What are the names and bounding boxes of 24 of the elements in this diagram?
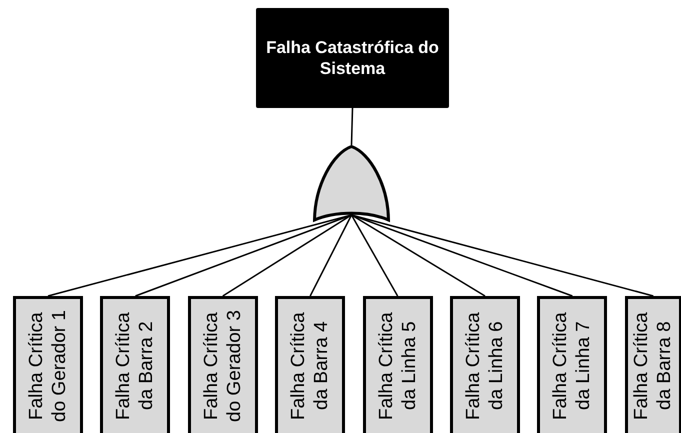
connector-line	[351, 214, 654, 297]
basic-event-box	[624, 296, 681, 433]
basic-event-box	[100, 296, 170, 433]
event-label: Falha Crítica do Gerador 1	[25, 309, 71, 424]
top-event-box: Falha Catastrófica do Sistema	[256, 8, 449, 108]
connector-line	[350, 214, 398, 296]
event-label: Falha Crítica da Linha 5	[374, 311, 421, 422]
event-label: Falha Crítica da Barra 8	[630, 311, 676, 422]
connector-line	[350, 108, 354, 146]
event-label: Falha Crítica da Barra 2	[112, 311, 158, 422]
basic-event-box	[275, 296, 346, 433]
event-label: Falha Crítica da Barra 4	[287, 311, 334, 422]
connector-line	[222, 214, 352, 297]
connector-line	[351, 214, 486, 297]
basic-event-box	[188, 296, 258, 433]
connector-line	[310, 214, 352, 296]
basic-event-box	[537, 296, 608, 433]
event-label: Falha Crítica do Gerador 3	[200, 309, 246, 424]
or-gate-symbol	[313, 145, 390, 222]
basic-event-box	[362, 296, 433, 433]
basic-event-box	[13, 296, 83, 433]
event-label: Falha Crítica da Linha 6	[462, 311, 508, 422]
basic-event-box	[450, 296, 520, 433]
event-label: Falha Crítica da Linha 7	[549, 311, 596, 422]
